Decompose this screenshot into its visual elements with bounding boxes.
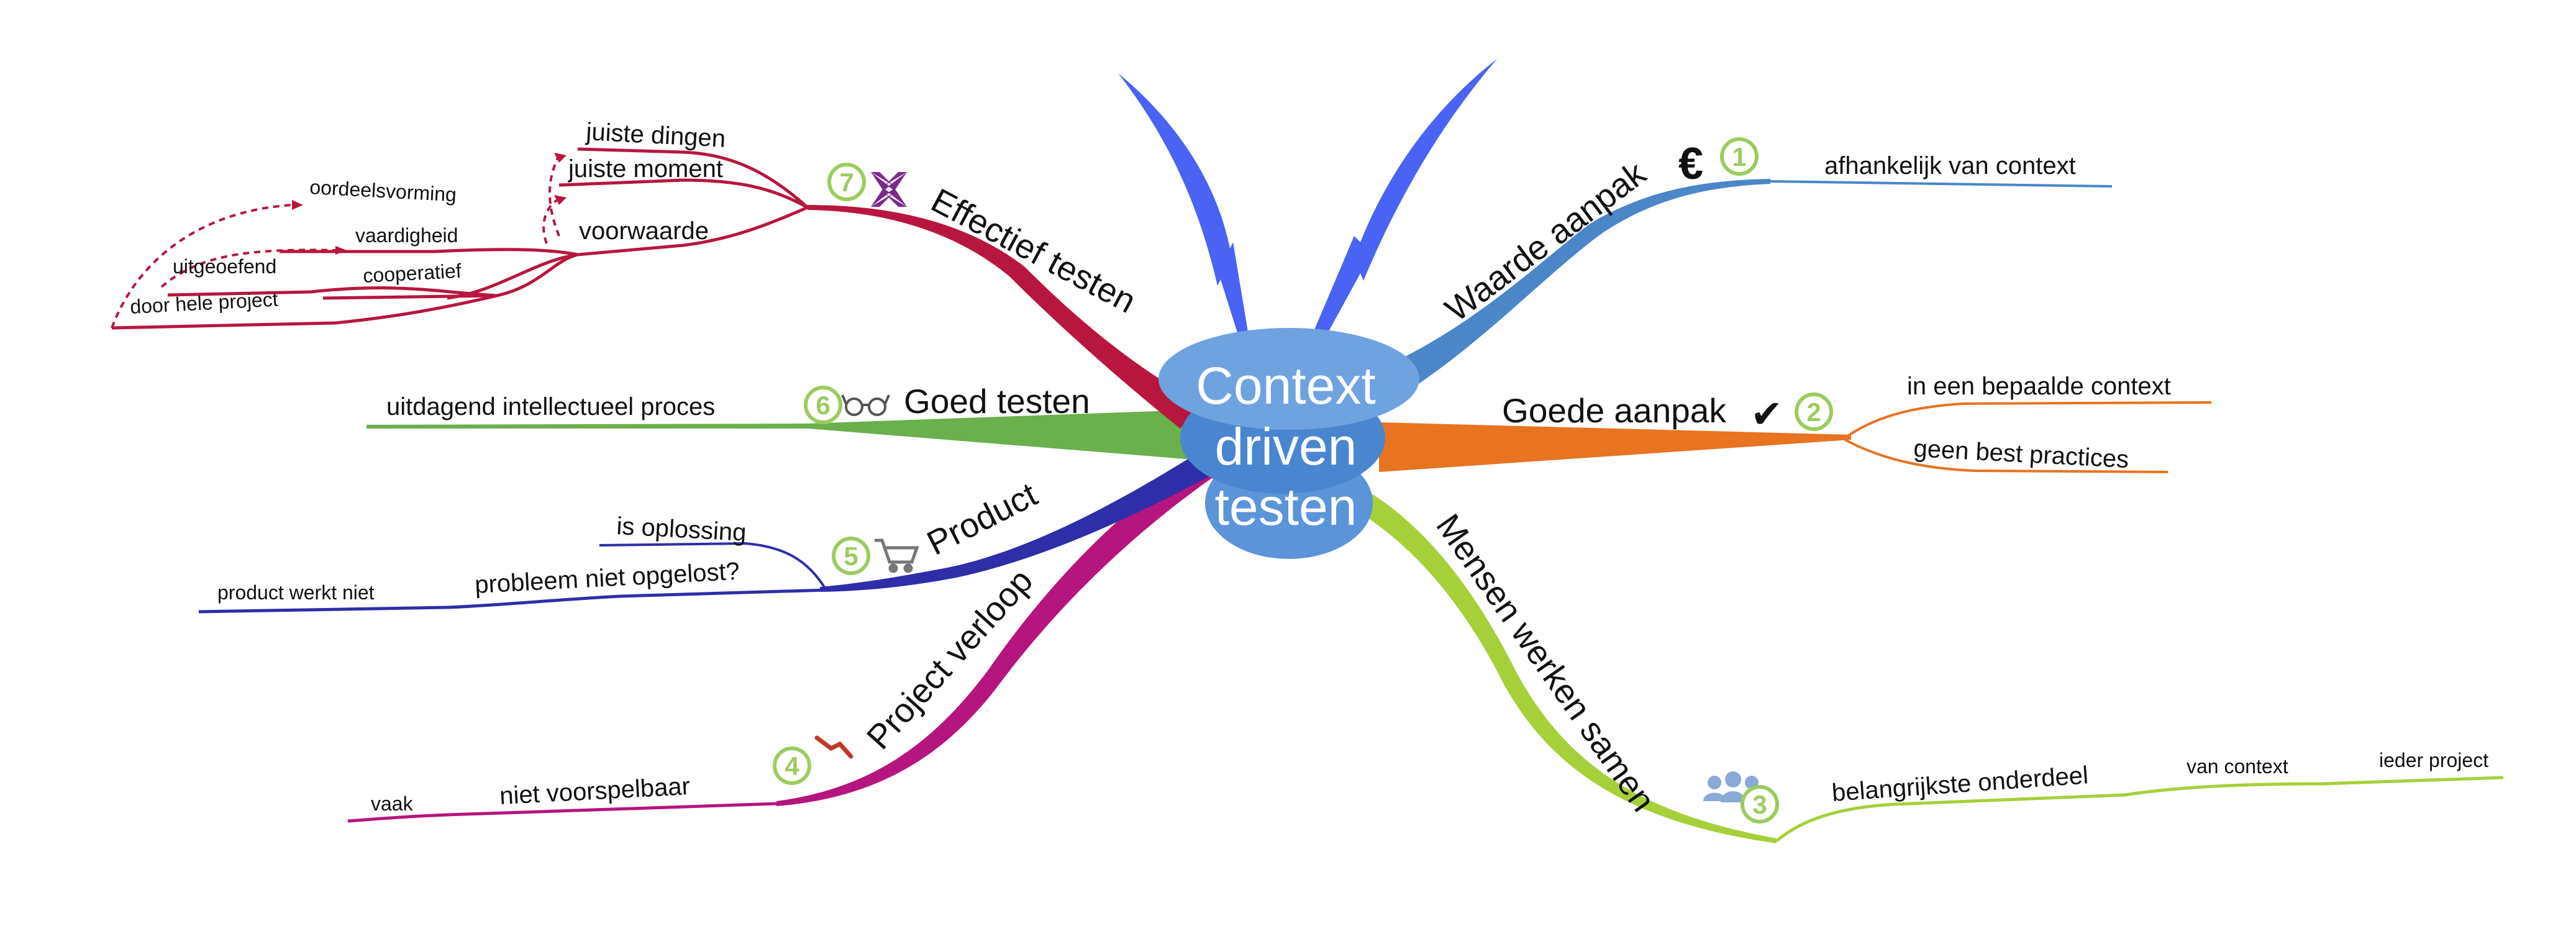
- branch-waarde-number: 1: [1720, 137, 1759, 176]
- effectief-dashed-arrowheads: [292, 153, 567, 255]
- svg-text:2: 2: [1806, 397, 1821, 427]
- branch-product-child-line-1: [198, 588, 827, 614]
- effectief-child-juiste-moment: juiste moment: [568, 155, 723, 183]
- svg-text:6: 6: [816, 391, 830, 420]
- center-label-line-3: testen: [1215, 478, 1357, 536]
- effectief-child-oordeelsvorming: oordeelsvorming: [309, 176, 457, 206]
- branch-goede-label: Goede aanpak: [1502, 391, 1726, 430]
- left-wing: [1118, 73, 1249, 338]
- svg-text:7: 7: [839, 168, 853, 197]
- branch-waarde-label: Waarde aanpak: [1438, 153, 1653, 329]
- goed-child-uitdagend: uitdagend intellectueel proces: [386, 393, 715, 420]
- branch-project-verloop[interactable]: Project verloop 4 niet voorspelbaar vaak: [347, 460, 1221, 823]
- branch-effectief-number: 7: [827, 163, 866, 201]
- effectief-child-cooperatief: cooperatief: [362, 260, 462, 287]
- euro-icon: €: [1678, 139, 1703, 189]
- waarde-child-afhankelijk: afhankelijk van context: [1824, 152, 2076, 179]
- svg-text:5: 5: [844, 542, 858, 571]
- branch-project-child-line: [347, 802, 777, 823]
- branch-product-child-line-2: [599, 542, 827, 591]
- effectief-child-door-hele-project: door hele project: [129, 288, 278, 318]
- trend-down-icon: [814, 735, 853, 759]
- center-bubble-top: [1158, 328, 1419, 430]
- effectief-children-lines: [111, 147, 809, 330]
- central-topic[interactable]: Context driven testen: [1158, 328, 1419, 559]
- branch-mensen-number: 3: [1741, 785, 1779, 824]
- branch-mensen-child-line: [1775, 776, 2504, 842]
- glasses-icon: [841, 394, 890, 416]
- goede-child-context: in een bepaalde context: [1907, 373, 2171, 400]
- mensen-child-van-context: van context: [2187, 755, 2288, 778]
- svg-text:3: 3: [1752, 790, 1767, 819]
- svg-text:4: 4: [785, 751, 799, 781]
- branch-goed-number: 6: [804, 386, 842, 424]
- product-child-is-oplossing: is oplossing: [616, 512, 747, 547]
- effectief-child-juiste-dingen: juiste dingen: [585, 118, 727, 153]
- branch-goede-child-line-2: [1844, 438, 2169, 473]
- right-wing: [1311, 59, 1497, 342]
- center-label-line-2: driven: [1215, 417, 1357, 476]
- branch-goede-number: 2: [1795, 393, 1833, 431]
- branch-mensen-werken-samen[interactable]: Mensen werken samen 3 belangrijkste onde…: [1354, 491, 2504, 843]
- mensen-child-belangrijkste: belangrijkste onderdeel: [1831, 761, 2090, 807]
- branch-project-trunk: [776, 460, 1221, 806]
- branch-effectief-trunk: [808, 205, 1202, 429]
- branch-waarde-child-line: [1770, 180, 2113, 188]
- branch-mensen-trunk: [1354, 491, 1777, 843]
- branch-goed-label: Goed testen: [904, 382, 1090, 420]
- branch-goed-testen[interactable]: Goed testen 6 uitdagend intellectueel pr…: [366, 382, 1193, 460]
- center-label-line-1: Context: [1196, 356, 1376, 415]
- branch-waarde-aanpak[interactable]: Waarde aanpak € 1 afhankelijk van contex…: [1385, 137, 2113, 397]
- branch-goede-child-line-1: [1844, 401, 2212, 439]
- branch-mensen-label: Mensen werken samen: [1429, 507, 1663, 818]
- cart-icon: [875, 538, 919, 573]
- product-child-werkt-niet: product werkt niet: [217, 581, 375, 604]
- branch-product-number: 5: [832, 537, 870, 575]
- effectief-child-uitgeoefend: uitgeoefend: [173, 255, 276, 278]
- arrows-inward-icon: [871, 172, 907, 207]
- project-child-vaak: vaak: [371, 792, 414, 815]
- project-child-niet-voorspelbaar: niet voorspelbaar: [499, 773, 691, 810]
- effectief-child-vaardigheid: vaardigheid: [355, 224, 458, 247]
- branch-goede-aanpak[interactable]: Goede aanpak ✔ 2 in een bepaalde context…: [1379, 373, 2212, 473]
- branch-goed-trunk: [366, 410, 1193, 460]
- effectief-dashed-links: [111, 155, 560, 329]
- branch-waarde-trunk: [1385, 179, 1770, 397]
- checkmark-icon: ✔: [1750, 393, 1783, 436]
- branch-project-number: 4: [773, 747, 811, 785]
- mensen-child-ieder-project: ieder project: [2379, 749, 2488, 771]
- svg-text:1: 1: [1732, 142, 1746, 171]
- top-wings: [1118, 59, 1497, 342]
- branch-goede-trunk: [1379, 422, 1851, 472]
- effectief-child-voorwaarde: voorwaarde: [579, 217, 709, 245]
